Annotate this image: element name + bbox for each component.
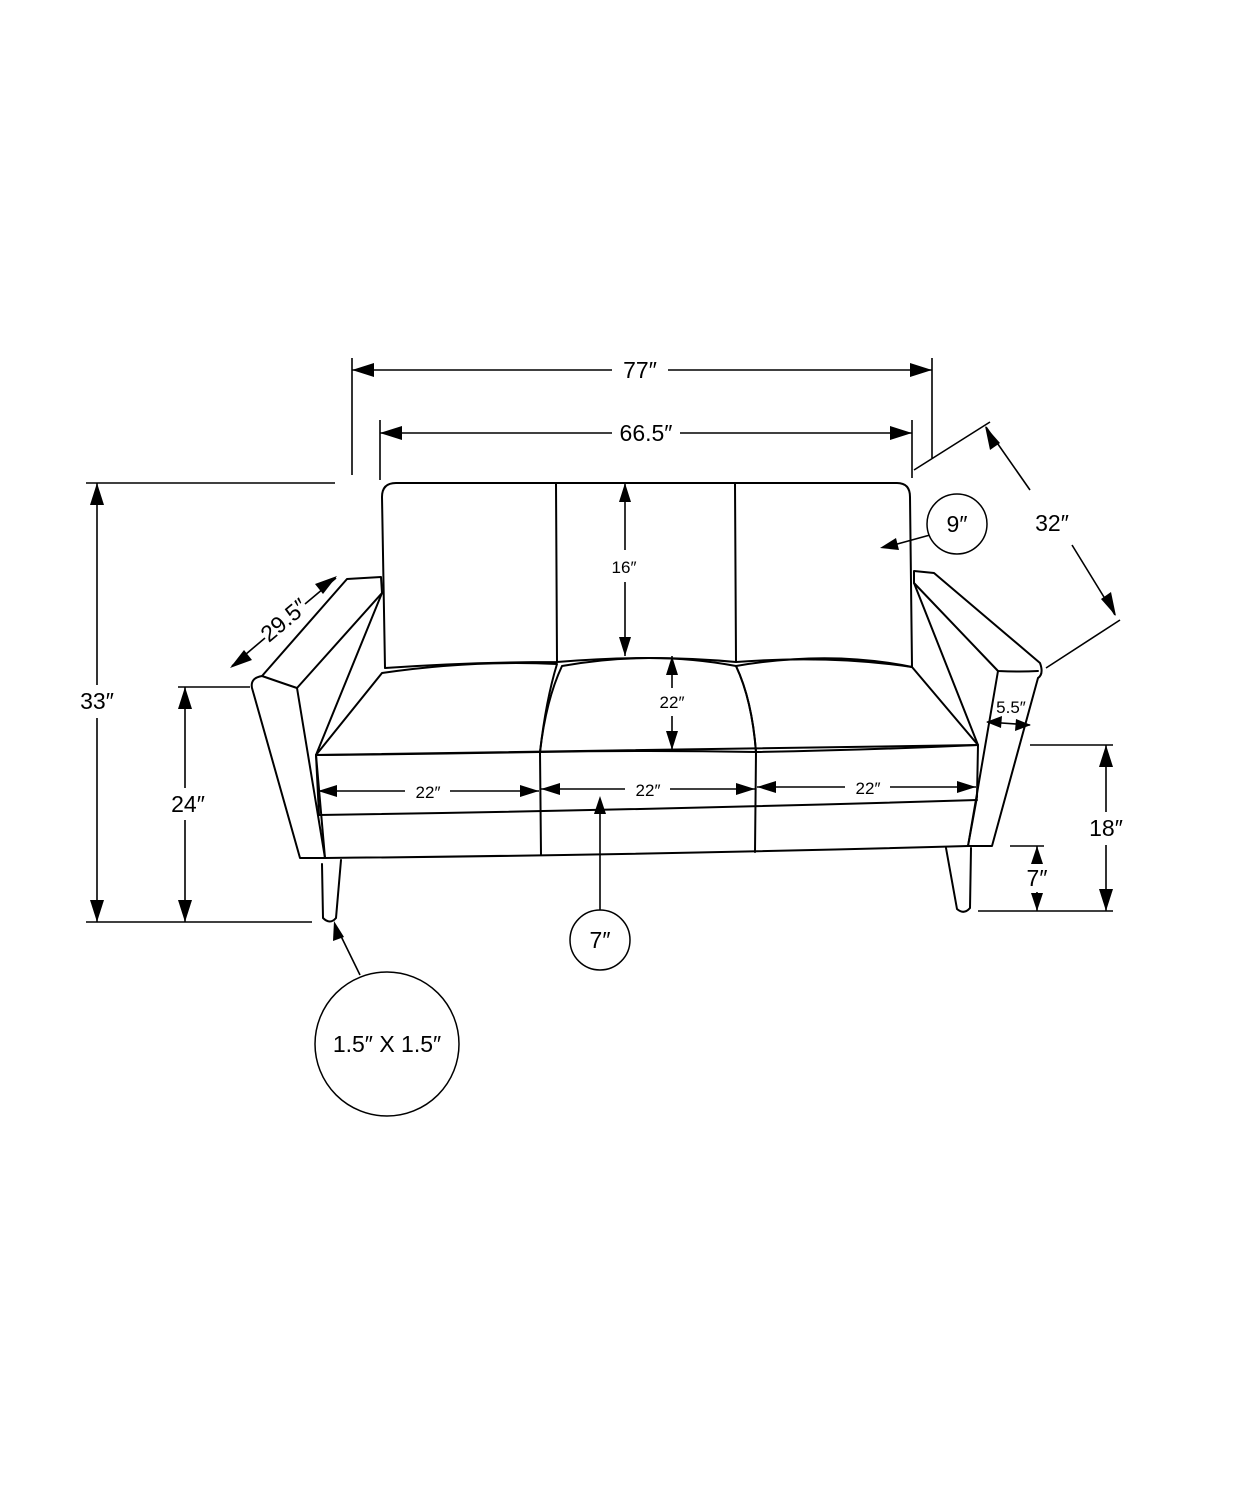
seat-width-right-label: 22″ [856, 779, 881, 798]
seat-front-bottom-edge [318, 799, 978, 816]
seat-width-center-label: 22″ [636, 781, 661, 800]
seat-width-left-label: 22″ [416, 783, 441, 802]
left-arm-front-edge [296, 687, 326, 859]
arm-height-label: 24″ [171, 791, 205, 817]
seat-front-left-side [315, 754, 320, 816]
back-cushion-callout-label: 9″ [947, 511, 968, 537]
back-cushion-center [555, 482, 737, 663]
left-leg [321, 859, 342, 923]
seat-front-divider-2 [754, 751, 757, 853]
base-rail [324, 845, 969, 859]
back-width-label: 66.5″ [620, 420, 673, 446]
seat-front-top-edge [315, 744, 979, 756]
dimension-lines [86, 358, 1121, 976]
overall-width-label: 77″ [623, 357, 657, 383]
arm-width-label: 5.5″ [996, 698, 1026, 717]
leg-height-label: 7″ [1027, 865, 1048, 891]
overall-height-label: 33″ [80, 688, 114, 714]
right-arm-front-edge [967, 670, 999, 847]
seat-depth-label: 22″ [660, 693, 685, 712]
seat-height-label: 18″ [1089, 815, 1123, 841]
leg-size-callout-bubble [314, 971, 460, 1117]
back-height-label: 16″ [612, 558, 637, 577]
right-arm-inner-edge [913, 582, 1039, 673]
seat-cushion-center [539, 657, 757, 753]
sofa-outline [250, 482, 1043, 923]
overall-depth-label: 32″ [1035, 510, 1069, 536]
seat-front-divider-1 [539, 751, 542, 856]
leg-size-callout-label: 1.5″ X 1.5″ [333, 1031, 441, 1057]
back-cushion-callout-bubble [926, 493, 988, 555]
back-cushion-right [734, 482, 913, 668]
seat-cushion-right [735, 657, 979, 753]
seat-thickness-callout-label: 7″ [590, 927, 611, 953]
right-leg [945, 847, 972, 913]
seat-cushion-left [315, 662, 558, 756]
back-cushion-left [381, 482, 558, 669]
seat-thickness-callout-bubble [569, 909, 631, 971]
